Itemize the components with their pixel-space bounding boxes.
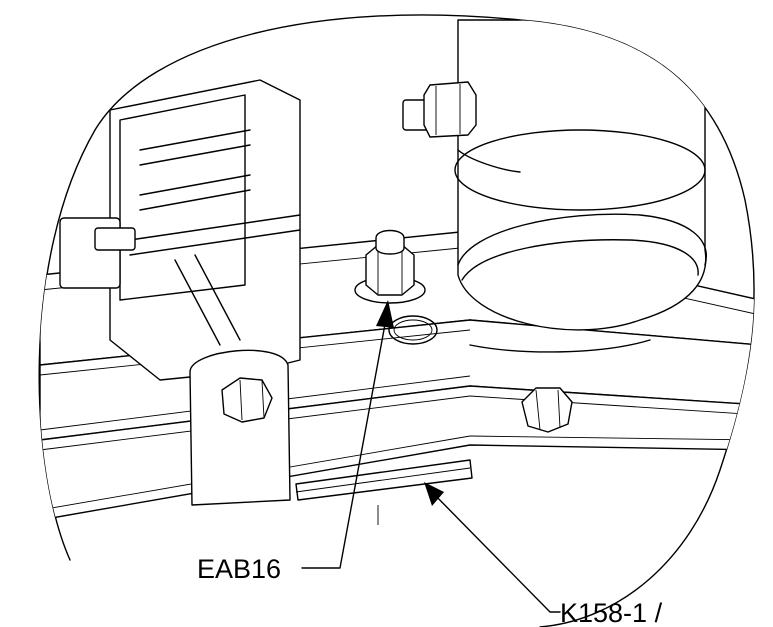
leader-arrowhead	[376, 300, 394, 328]
hinge-plate	[189, 349, 291, 506]
label-eab16: EAB16	[197, 554, 281, 584]
assembly-drawing	[39, 19, 755, 525]
callout-eab16: EAB16	[197, 300, 394, 584]
callout-k158: K158-1 /	[424, 482, 663, 627]
hinge-bracket	[59, 79, 301, 381]
cylindrical-tank	[454, 19, 707, 353]
tank-top-bolt	[402, 81, 477, 138]
leader-arrowhead	[424, 482, 444, 506]
frame-bolt	[521, 387, 573, 433]
label-k158: K158-1 /	[560, 598, 663, 627]
flange-nut	[354, 229, 438, 345]
lower-plate	[295, 459, 473, 525]
